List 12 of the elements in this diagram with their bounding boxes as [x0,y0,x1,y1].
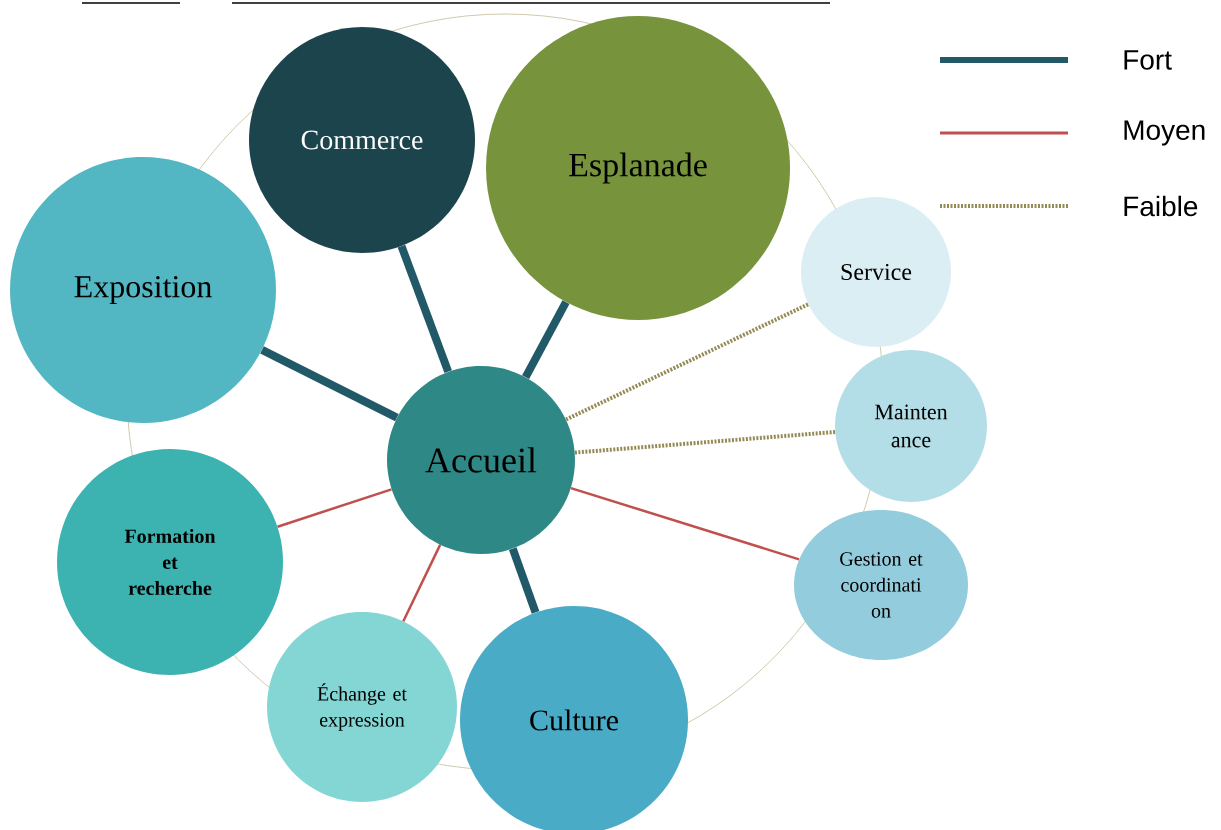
connector-line [402,544,442,622]
connector-line [397,244,452,374]
connector-line [277,488,392,528]
connector-line [508,547,540,614]
legend-label: Moyen [1124,120,1205,146]
connector-line [260,346,399,422]
legend-label: Faible [1124,195,1198,217]
legend-label: Fort [1124,50,1172,70]
connector-line [570,486,800,561]
connector-line [522,300,570,379]
connector-line [565,302,809,422]
connector-line [574,430,836,455]
